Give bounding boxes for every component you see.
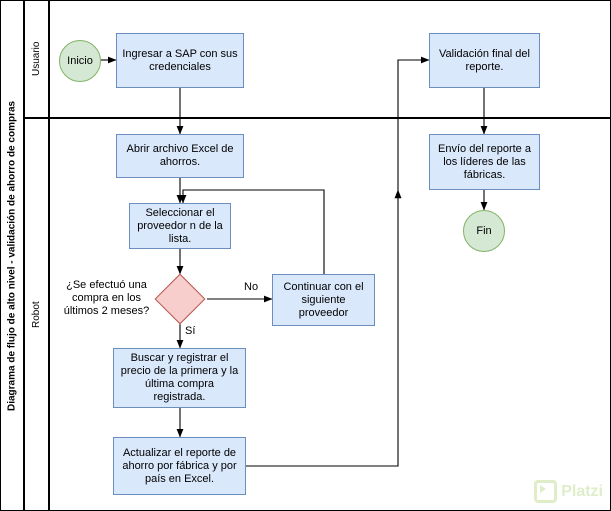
node-abrir-excel[interactable]: Abrir archivo Excel de ahorros. <box>116 134 244 178</box>
node-seleccionar-proveedor[interactable]: Seleccionar el proveedor n de la lista. <box>129 203 231 249</box>
node-validacion-final[interactable]: Validación final del reporte. <box>429 33 540 88</box>
lane-label-usuario: Usuario <box>31 41 42 77</box>
lane-label-robot: Robot <box>31 301 42 328</box>
platzi-logo-icon <box>534 480 558 503</box>
node-envio-reporte[interactable]: Envío del reporte a los líderes de las f… <box>429 134 540 190</box>
node-continuar-siguiente[interactable]: Continuar con el siguiente proveedor <box>272 274 375 326</box>
node-decision-compra[interactable] <box>154 273 206 325</box>
edge-label-si: Sí <box>184 325 197 337</box>
decision-diamond <box>154 273 206 325</box>
lane-header-usuario <box>24 0 49 118</box>
node-buscar-registrar[interactable]: Buscar y registrar el precio de la prime… <box>113 348 246 408</box>
node-fin[interactable]: Fin <box>463 210 505 252</box>
node-inicio[interactable]: Inicio <box>59 40 101 82</box>
platzi-watermark: Platzi <box>534 480 603 503</box>
platzi-watermark-text: Platzi <box>561 482 603 500</box>
node-actualizar-reporte[interactable]: Actualizar el reporte de ahorro por fábr… <box>113 437 246 495</box>
node-ingresar-sap[interactable]: Ingresar a SAP con sus credenciales <box>116 33 244 88</box>
decision-compra-label: ¿Se efectuó una compra en los últimos 2 … <box>63 279 150 317</box>
edge-label-no: No <box>243 281 260 293</box>
diagram-title: Diagrama de flujo de alto nivel - valida… <box>6 100 18 411</box>
